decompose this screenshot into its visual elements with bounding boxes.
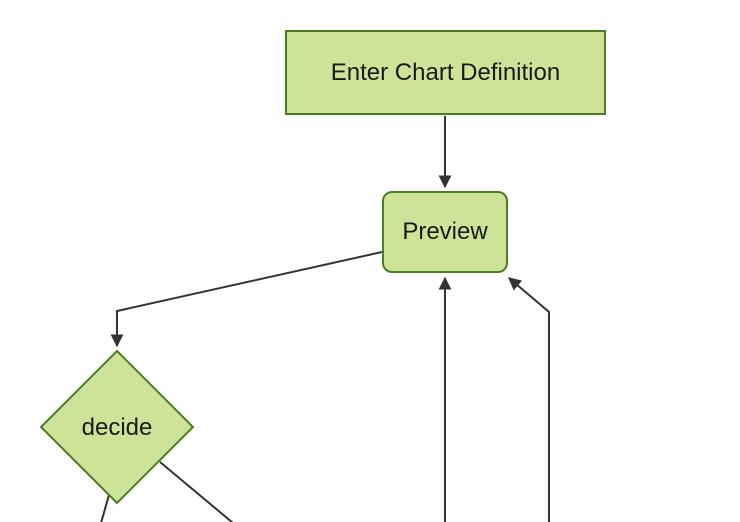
edge-decide-to-offscreen-right	[159, 461, 234, 522]
edge-preview-to-decide	[110, 251, 383, 348]
node-decide: decide	[47, 411, 187, 445]
node-decide-shape	[39, 349, 195, 505]
node-decide-label: decide	[81, 414, 153, 441]
node-preview: Preview	[382, 191, 508, 273]
node-enter-chart-definition-label: Enter Chart Definition	[330, 58, 561, 86]
edge-offscreen-to-preview-bent	[508, 277, 550, 522]
node-preview-label: Preview	[402, 218, 488, 245]
node-enter-chart-definition: Enter Chart Definition	[285, 30, 606, 115]
edge-decide-to-offscreen-left	[100, 494, 110, 522]
